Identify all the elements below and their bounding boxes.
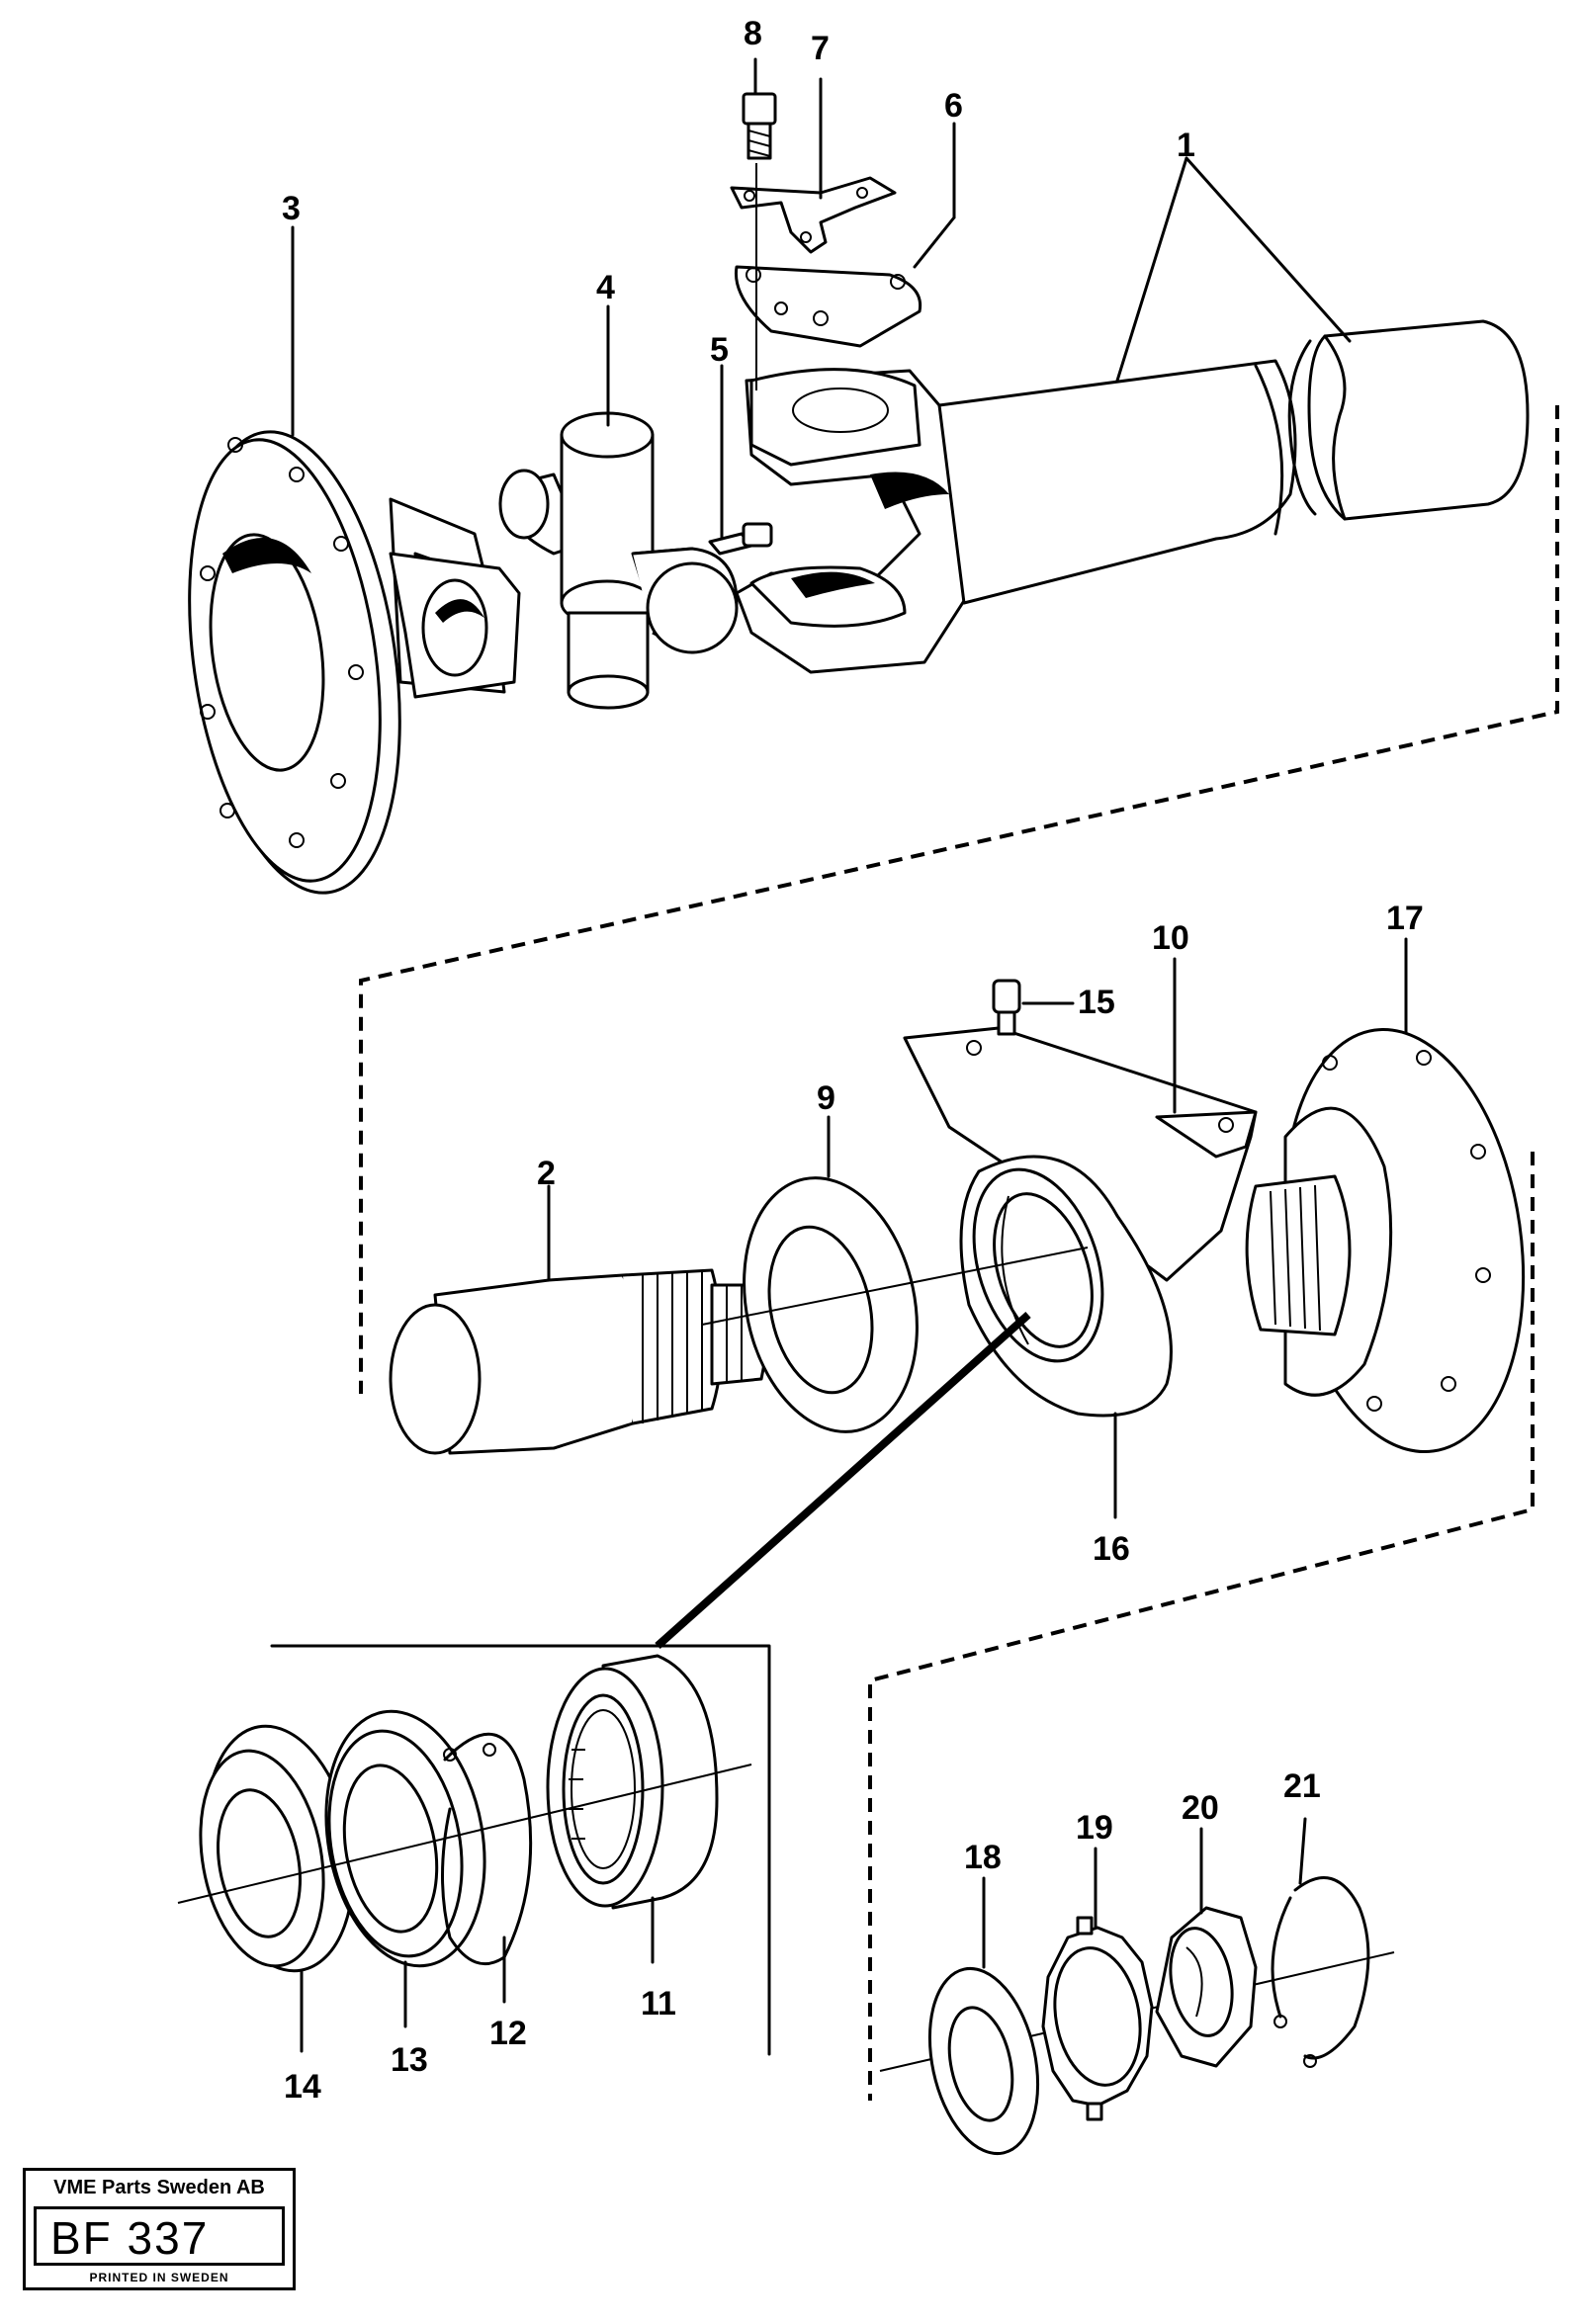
label-part-2: 2 xyxy=(537,1155,556,1192)
label-part-12: 12 xyxy=(489,2015,527,2052)
leader-lines-middle xyxy=(547,937,1408,1519)
label-part-8: 8 xyxy=(744,15,762,52)
label-part-15: 15 xyxy=(1078,984,1115,1021)
detail-view-pointer xyxy=(270,1312,1031,2056)
support-bracket-part-10 xyxy=(903,1026,1258,1282)
label-part-4: 4 xyxy=(596,269,615,306)
label-part-5: 5 xyxy=(710,331,729,369)
illustration-code-box: BF 337 xyxy=(34,2206,285,2266)
circlip-part-21 xyxy=(1271,1876,1370,2068)
label-part-1: 1 xyxy=(1177,127,1195,164)
universal-joint-cross-part-4 xyxy=(498,411,739,710)
leader-lines-top xyxy=(291,57,1352,541)
publisher-stamp: VME Parts Sweden AB BF 337 PRINTED IN SW… xyxy=(23,2168,296,2290)
label-part-16: 16 xyxy=(1093,1530,1130,1568)
washer-part-18 xyxy=(927,1966,1040,2156)
flange-yoke-part-3 xyxy=(188,430,521,895)
label-part-21: 21 xyxy=(1283,1767,1321,1805)
lock-washer-part-19 xyxy=(1041,1916,1154,2121)
grease-nipple-part-5 xyxy=(708,522,773,556)
leader-lines-right-detail xyxy=(982,1817,1307,1969)
illustration-code: BF 337 xyxy=(50,2212,210,2264)
label-part-9: 9 xyxy=(817,1079,835,1117)
label-part-17: 17 xyxy=(1386,900,1424,937)
label-part-10: 10 xyxy=(1152,919,1189,957)
cover-plate-part-6 xyxy=(734,265,922,348)
leader-lines-detail xyxy=(300,1896,655,2053)
bolt-part-8 xyxy=(742,92,777,160)
label-part-6: 6 xyxy=(944,87,963,125)
bearing-housing-part-16 xyxy=(701,1155,1173,1418)
splined-shaft-part-2 xyxy=(389,1268,768,1455)
label-part-13: 13 xyxy=(391,2041,428,2079)
company-name: VME Parts Sweden AB xyxy=(53,2177,265,2198)
printed-in-note: PRINTED IN SWEDEN xyxy=(89,2271,229,2284)
label-part-18: 18 xyxy=(964,1839,1002,1876)
label-part-14: 14 xyxy=(284,2068,321,2106)
dashed-connection-lines xyxy=(359,405,1559,2101)
lock-plate-part-7 xyxy=(730,176,897,254)
nut-part-20 xyxy=(1155,1906,1258,2068)
label-part-7: 7 xyxy=(811,30,830,67)
washer-part-9 xyxy=(743,1176,919,1433)
circlip-part-12 xyxy=(441,1732,533,1966)
seal-ring-part-13 xyxy=(324,1709,486,1968)
seal-part-14 xyxy=(199,1724,355,1973)
grease-nipple-part-15 xyxy=(992,979,1075,1036)
label-part-20: 20 xyxy=(1182,1789,1219,1827)
tube-yoke-part-1 xyxy=(735,319,1530,674)
roller-bearing-part-11 xyxy=(546,1654,719,1910)
label-part-19: 19 xyxy=(1076,1809,1113,1847)
label-part-11: 11 xyxy=(641,1985,676,2023)
detail-axis-line xyxy=(177,1764,752,1904)
part-number-labels: 1 2 3 4 5 6 7 8 9 10 11 12 13 14 15 16 1… xyxy=(282,15,1424,2106)
flange-part-17 xyxy=(1245,1027,1526,1454)
label-part-3: 3 xyxy=(282,190,301,227)
